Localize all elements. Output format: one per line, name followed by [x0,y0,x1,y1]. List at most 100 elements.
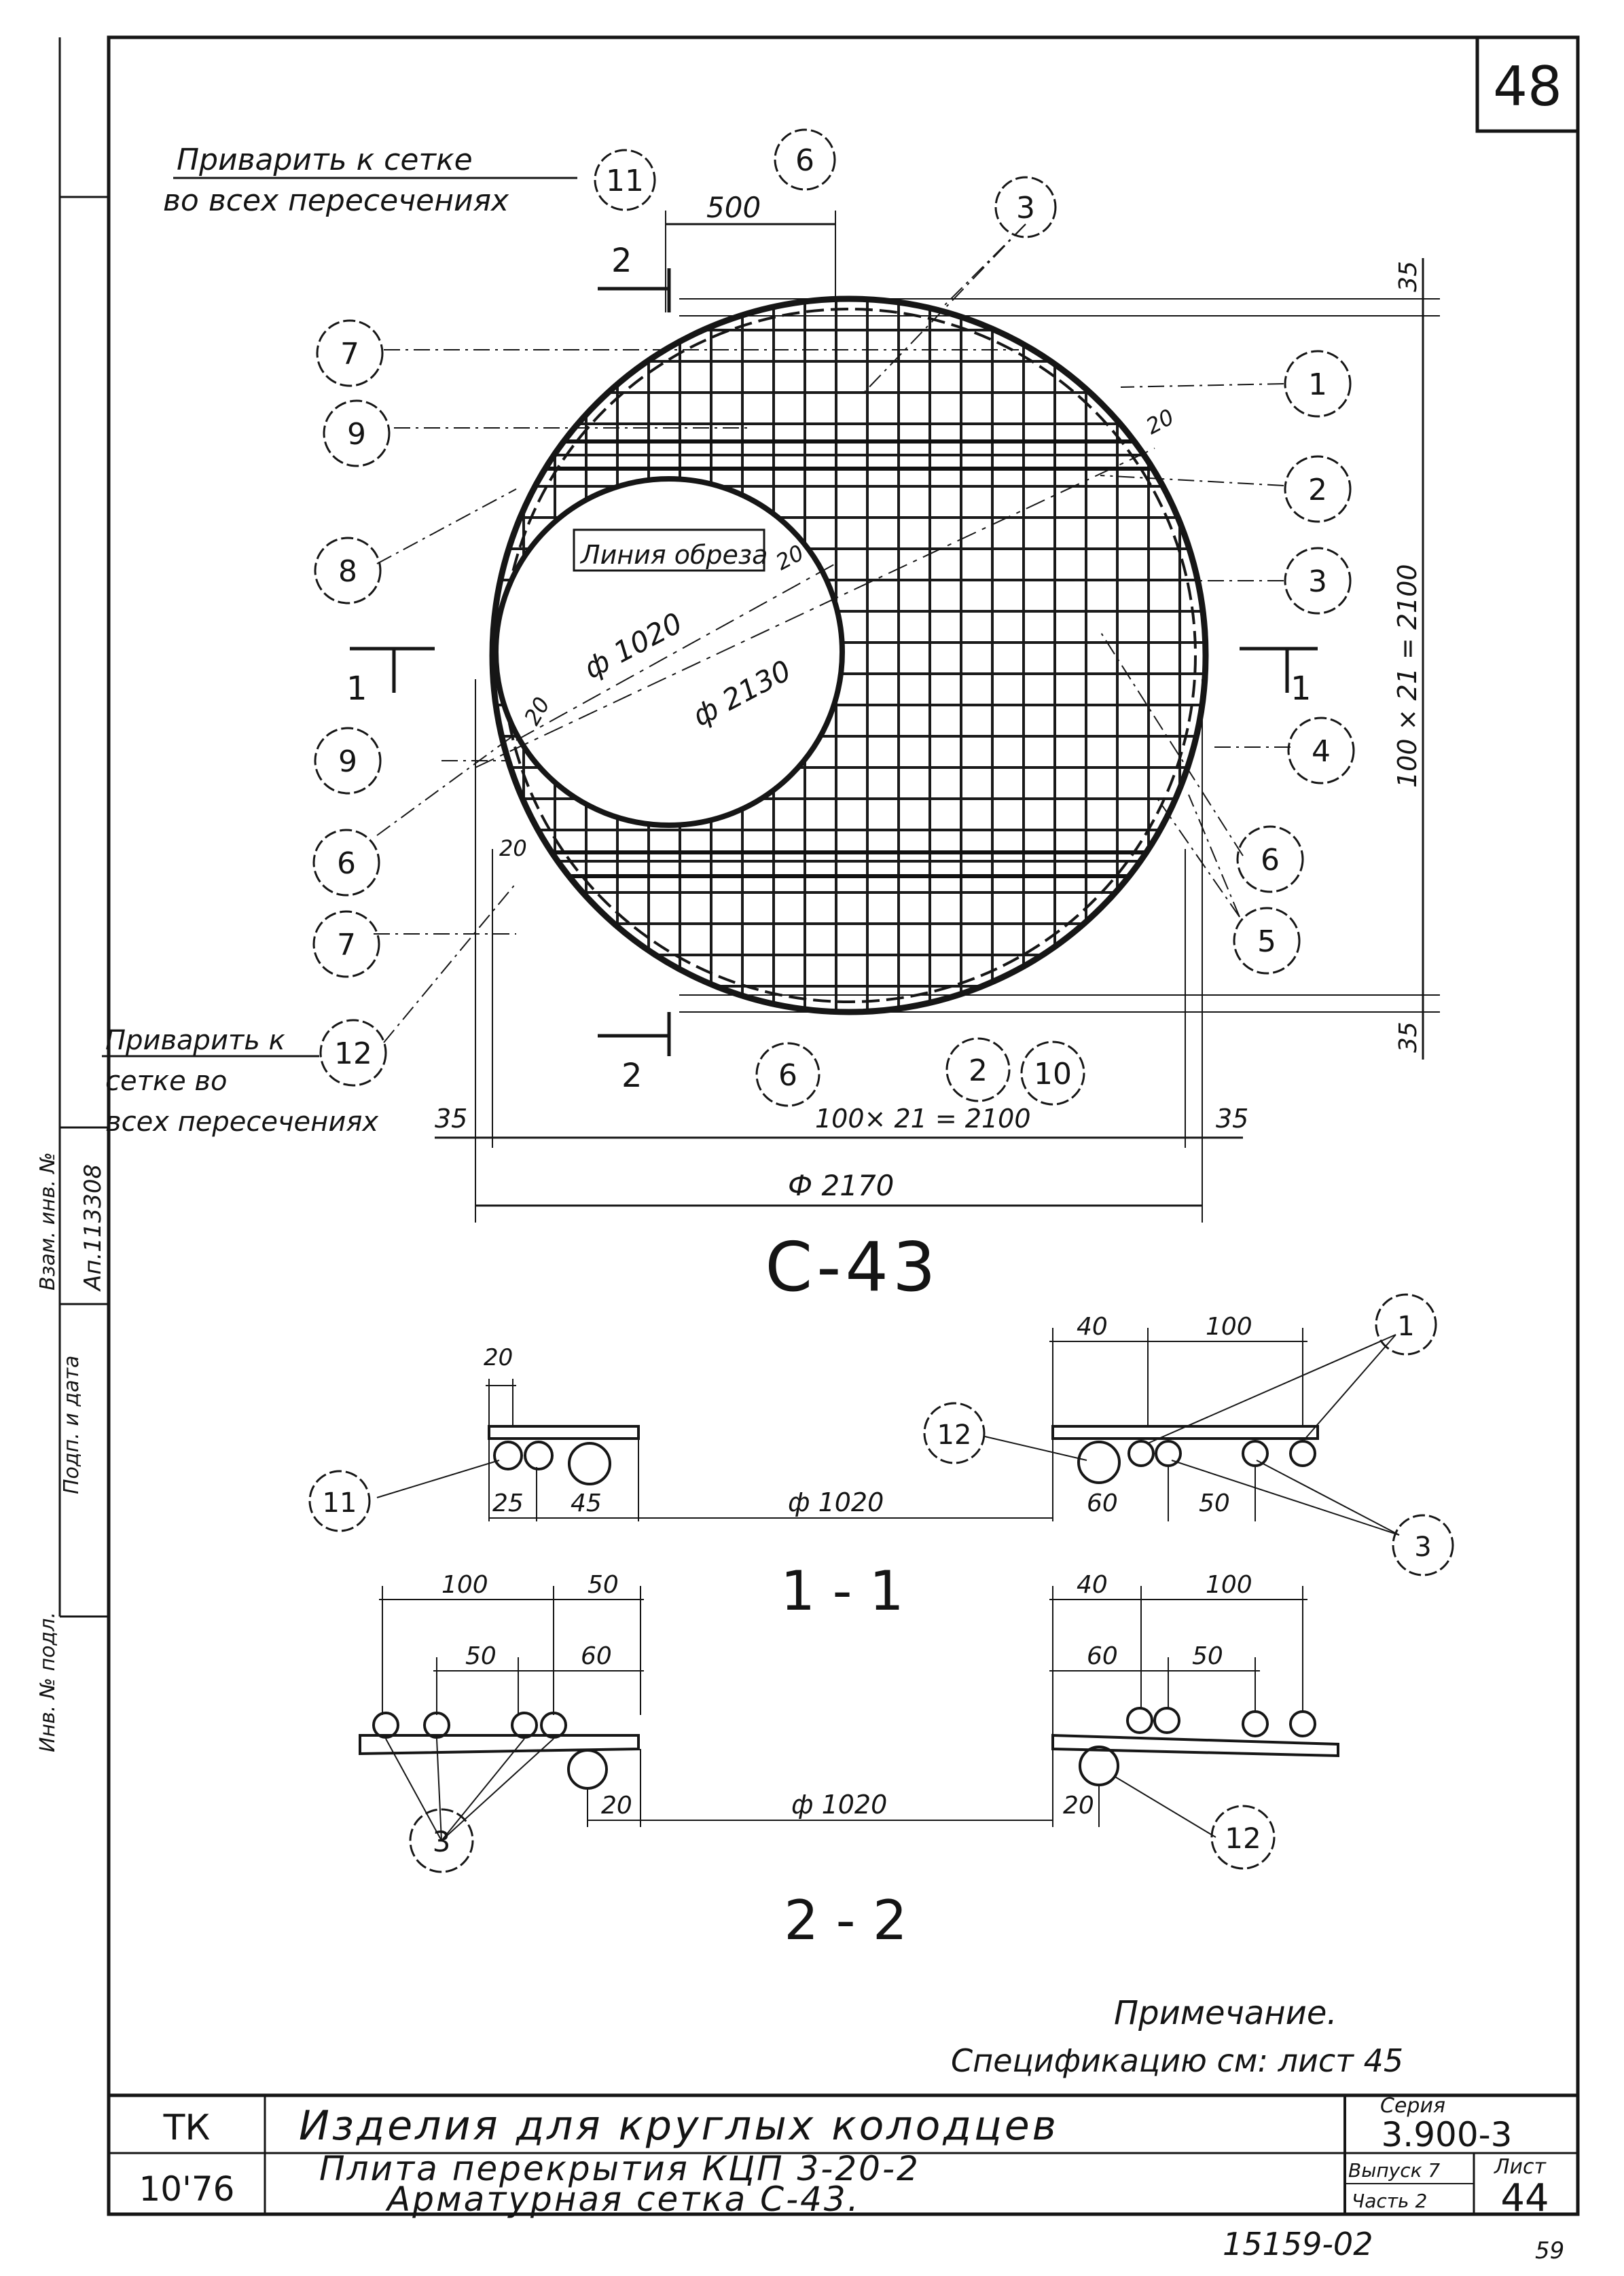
margin-signature: Ап.113308 [79,1164,107,1292]
section-mark-2-bottom: 2 [621,1057,643,1095]
callout-right-3: 3 [1284,547,1352,615]
svg-text:7: 7 [337,928,356,962]
plan-callouts: 11 6 3 7 9 8 9 6 7 12 1 2 3 4 6 5 6 2 10 [312,128,1355,1107]
note-heading: Примечание. [1114,1994,1337,2032]
dim-top-500: 500 [665,191,836,312]
callout-left-8: 8 [314,537,382,604]
s11-callout-11: 11 [308,1470,371,1532]
s11-dim-45: 45 [571,1489,602,1517]
s11-callout-12: 12 [923,1402,986,1464]
drawing-title-2: Арматурная сетка С-43. [385,2180,861,2219]
svg-text:4: 4 [1312,734,1331,769]
s22-dim-l50b: 50 [465,1642,497,1670]
footer-page-small: 59 [1535,2237,1564,2264]
s11-dim-100: 100 [1206,1313,1252,1341]
svg-text:12: 12 [1225,1822,1261,1855]
weld-note-bottom-line-2: сетке во [105,1066,227,1097]
weld-note-bottom-line-3: всех пересечениях [105,1106,378,1138]
mesh-plan: Линия обреза ф 1020 ф 2130 20 20 20 20 [475,295,1209,1015]
svg-text:2: 2 [969,1053,988,1088]
s22-callout-12: 12 [1210,1805,1276,1870]
callout-right-4: 4 [1287,717,1355,784]
callout-right-5: 5 [1233,907,1301,975]
svg-text:8: 8 [338,554,357,589]
weld-note-top-group: Приварить к сетке во всех пересечениях [163,143,577,218]
part-label: Часть 2 [1352,2190,1427,2212]
callout-right-1: 1 [1284,350,1352,418]
margin-note-1: Инв. № подл. [36,1612,60,1752]
dim-edge-right: 35 [1216,1104,1248,1134]
section-2-2: 100 50 50 60 20 ф 1020 40 100 60 50 20 [359,1571,1339,1952]
svg-text:12: 12 [334,1036,372,1071]
s22-dim-l50a: 50 [588,1571,619,1599]
svg-text:3: 3 [1414,1532,1431,1563]
drawing-title-1: Плита перекрытия КЦП 3-20-2 [319,2149,920,2188]
margin-note-2: Подп. и дата [60,1356,84,1494]
org-line-2: 10'76 [139,2169,235,2209]
s11-dim-50: 50 [1199,1489,1230,1517]
dim-overall-diameter: Ф 2170 [788,1169,894,1202]
weld-note-top-line-1: Приварить к сетке [177,143,473,177]
s11-dim-40: 40 [1077,1313,1108,1341]
section-mark-1-left: 1 [346,670,367,708]
issue-label: Выпуск 7 [1348,2159,1440,2182]
svg-text:9: 9 [338,744,357,779]
cut-line-label: Линия обреза [579,540,768,570]
svg-text:1: 1 [1397,1311,1414,1342]
dim-gap-20-c: 20 [499,835,527,861]
note-text: Спецификацию см: лист 45 [951,2042,1403,2079]
s11-callout-1: 1 [1375,1293,1437,1356]
s11-dim-20: 20 [484,1344,513,1371]
product-title: Изделия для круглых колодцев [299,2102,1059,2150]
s22-dim-r100: 100 [1206,1571,1252,1599]
callout-top-6: 6 [774,128,836,191]
section-mark-2-top: 2 [611,242,632,280]
callout-left-7a: 7 [316,319,384,387]
callout-bottom-6: 6 [755,1042,820,1107]
org-line-1: ТК [163,2108,211,2148]
series-label: Серия [1380,2094,1445,2118]
footer-stamp: 15159-02 [1223,2226,1373,2262]
s11-dim-opening: ф 1020 [788,1487,884,1517]
callout-right-2: 2 [1284,455,1352,523]
dim-vertical-total: 100 × 21 = 2100 [1392,564,1422,788]
title-block: ТК 10'76 Изделия для круглых колодцев Пл… [109,2093,1578,2220]
s11-dim-25: 25 [492,1489,524,1517]
svg-text:2: 2 [1308,473,1327,507]
s22-title: 2 - 2 [784,1889,907,1952]
s22-dim-r20: 20 [1063,1792,1094,1820]
sheet-frame [58,35,1580,2216]
callout-top-11: 11 [594,149,656,211]
svg-text:3: 3 [433,1825,451,1858]
svg-text:11: 11 [323,1487,357,1519]
svg-text:10: 10 [1034,1057,1072,1091]
weld-note-bottom-group: Приварить к сетке во всех пересечениях [102,1025,378,1138]
margin-notes: Инв. № подл. Подп. и дата Взам. инв. № А… [36,1152,107,1752]
dim-top-spacing: 500 [706,191,761,224]
margin-note-3: Взам. инв. № [36,1152,60,1290]
callout-right-6: 6 [1236,825,1304,893]
callout-left-6: 6 [312,829,380,897]
s22-dim-opening: ф 1020 [791,1790,887,1820]
svg-text:1: 1 [1308,367,1327,402]
dim-horizontal-total: 100× 21 = 2100 [815,1104,1031,1134]
svg-text:6: 6 [1261,843,1280,878]
section-1-1: 20 25 45 ф 1020 40 100 60 50 11 12 [308,1293,1454,1623]
s11-title: 1 - 1 [780,1559,904,1623]
svg-text:12: 12 [937,1420,972,1451]
s22-dim-l60: 60 [581,1642,612,1670]
s22-dim-l100: 100 [441,1571,488,1599]
svg-text:5: 5 [1257,924,1276,959]
s22-dim-r60: 60 [1087,1642,1118,1670]
sheet-label: Лист [1494,2155,1547,2179]
callout-left-9b: 9 [314,727,382,795]
callout-top-3: 3 [994,176,1057,238]
page-number: 48 [1493,55,1562,118]
svg-text:3: 3 [1016,191,1035,225]
dim-edge-top: 35 [1394,261,1422,292]
s11-callout-3: 3 [1392,1514,1454,1576]
plan-title: С-43 [765,1227,939,1307]
page-number-box: 48 [1475,35,1580,133]
